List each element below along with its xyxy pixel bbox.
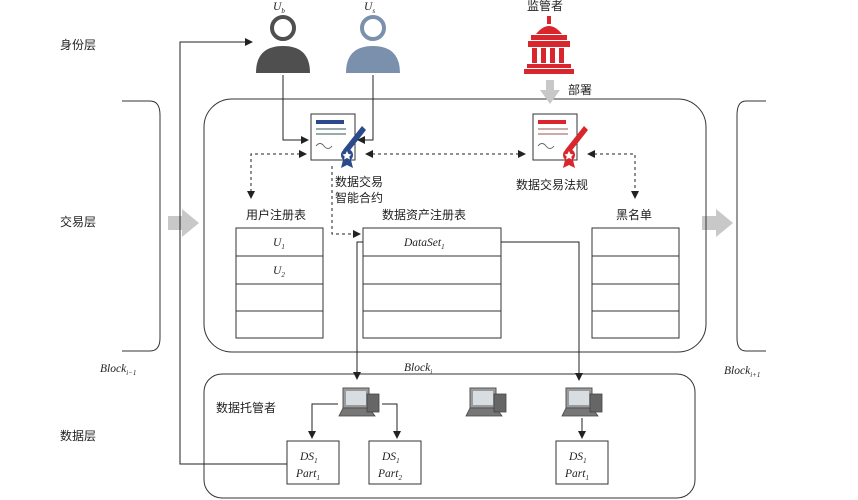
block-label-prev: Blocki−1 (100, 363, 136, 377)
current-block-container (203, 98, 707, 353)
data-part-2-ds: DS1 (381, 451, 400, 465)
data-part-1-part: Part1 (295, 468, 320, 482)
data-part-box-2 (368, 440, 422, 485)
regulation-blacklist-link (587, 150, 639, 199)
data-part-box-3 (555, 440, 609, 485)
blacklist-title: 黑名单 (616, 207, 652, 222)
asset-registry-table (362, 227, 502, 339)
regulation-document-icon (532, 113, 588, 168)
server-to-part1-arrow (308, 403, 338, 439)
data-part-3-part: Part1 (564, 468, 589, 482)
user-registry-table (235, 227, 324, 339)
deploy-label: 部署 (568, 82, 592, 97)
seller-user-icon (346, 15, 400, 73)
layer-label-identity: 身份层 (60, 37, 96, 52)
asset-registry-title: 数据资产注册表 (382, 207, 466, 222)
asset-registry-row-1: DataSet1 (403, 237, 445, 251)
asset-to-server-right-arrow (501, 241, 583, 381)
data-part-3-ds: DS1 (568, 451, 587, 465)
buyer-user-icon (256, 15, 310, 73)
server-to-part2-arrow (382, 403, 401, 439)
user-registry-row-1: U1 (273, 237, 285, 251)
user-registry-title: 用户注册表 (246, 207, 306, 222)
user-registry-row-2: U2 (273, 265, 285, 279)
custodian-server-icon-1 (338, 387, 380, 417)
part-to-buyer-feedback-arrow (179, 38, 287, 465)
next-block-bracket (736, 100, 766, 352)
contract-user-table-link (247, 150, 307, 199)
custodian-server-icon-2 (465, 387, 507, 417)
custodian-label: 数据托管者 (216, 400, 276, 415)
block-label-current: Blocki (404, 362, 432, 376)
government-building-icon (524, 16, 574, 74)
layer-label-transaction: 交易层 (60, 214, 96, 229)
data-part-box-1 (286, 440, 340, 485)
custodian-server-icon-3 (561, 387, 603, 417)
seller-to-contract-arrow (357, 75, 374, 144)
contract-label-line1: 数据交易 (335, 174, 383, 189)
buyer-user-label: Ub (273, 1, 285, 15)
layer-label-data: 数据层 (60, 428, 96, 443)
buyer-to-contract-arrow (282, 75, 309, 144)
regulation-label: 数据交易法规 (516, 177, 588, 192)
block-label-next: Blocki+1 (724, 365, 760, 379)
contract-asset-table-link (331, 166, 361, 238)
contract-label-line2: 智能合约 (335, 190, 383, 205)
asset-to-server-left-arrow (353, 241, 363, 380)
chain-arrow-out-icon (702, 209, 733, 237)
custodian-container (203, 373, 696, 499)
seller-user-label: Us (364, 1, 375, 15)
data-part-2-part: Part2 (377, 468, 402, 482)
regulator-label: 监管者 (527, 0, 563, 13)
chain-arrow-in-icon (168, 209, 199, 237)
smart-contract-document-icon (310, 113, 366, 168)
data-part-1-ds: DS1 (299, 451, 318, 465)
deploy-arrow-icon (546, 80, 554, 90)
blacklist-table (591, 227, 680, 339)
prev-block-bracket (122, 100, 161, 352)
deploy-arrow-head (540, 90, 560, 104)
